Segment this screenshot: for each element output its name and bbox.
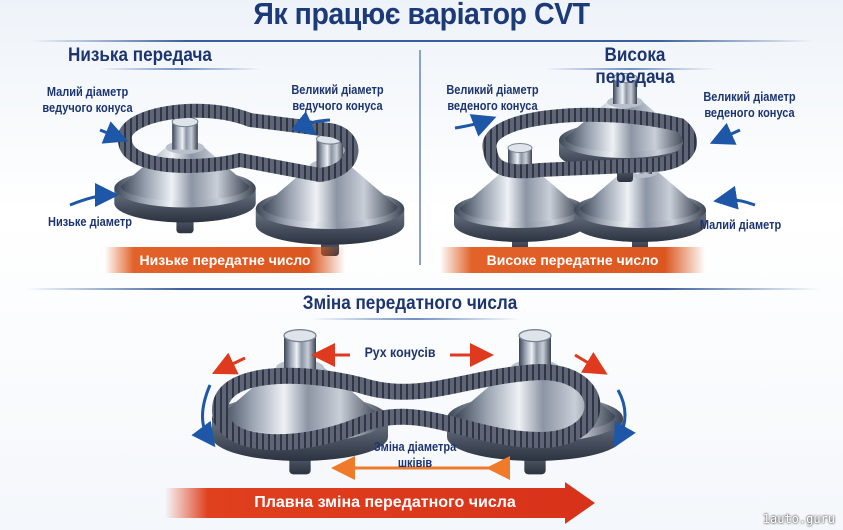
heading-underline: [310, 318, 520, 320]
label-line: Великий діаметр: [703, 90, 796, 104]
arrow-icon: [574, 351, 608, 375]
title-divider: [30, 40, 813, 42]
label-line: Малий діаметр: [46, 85, 129, 99]
driven-pulley: [255, 133, 405, 257]
arrow-icon: [69, 183, 119, 208]
arrow-icon: [191, 384, 216, 448]
label-large-driven-diameter-left: Великий діаметр веденого конуса: [442, 82, 543, 114]
arrow-icon: [454, 114, 497, 137]
label-line: ведучого конуса: [292, 99, 383, 113]
label-low-diameter: Низьке діаметр: [47, 215, 132, 229]
section-divider-horizontal: [25, 288, 820, 290]
ratio-change-heading: Зміна передатного числа: [302, 293, 518, 314]
label-line: веденого конуса: [704, 106, 795, 120]
label-large-drive-diameter: Великий діаметр ведучого конуса: [287, 82, 388, 114]
heading-underline: [100, 68, 260, 70]
low-gear-heading: Низька передача: [68, 45, 212, 66]
label-small-diameter: Малий діаметр: [699, 218, 782, 232]
arrow-icon: [713, 185, 756, 210]
label-line: шківів: [397, 456, 433, 470]
high-gear-heading: Висока передача: [595, 45, 675, 88]
watermark: 1auto.guru: [762, 512, 835, 526]
label-large-driven-diameter-right: Великий діаметр веденого конуса: [699, 89, 800, 121]
smooth-change-banner: Плавна зміна передатного числа: [254, 494, 516, 511]
arrow-icon: [99, 121, 129, 144]
belt: [117, 103, 359, 183]
label-diameter-change: Зміна діаметра шківів: [367, 439, 464, 471]
low-gear-pulleys: [69, 103, 405, 257]
label-line: Великий діаметр: [291, 83, 384, 97]
low-ratio-banner: Низьке передатне число: [105, 247, 345, 273]
high-ratio-banner: Високе передатне число: [440, 247, 705, 273]
label-line: Зміна діаметра: [373, 440, 457, 454]
label-line: веденого конуса: [447, 99, 538, 113]
high-gear-pulleys: [453, 72, 756, 253]
ratio-change-pulleys: [191, 328, 636, 480]
section-divider: [419, 50, 421, 265]
arrow-icon: [290, 111, 331, 136]
arrow-icon: [613, 389, 636, 448]
heading-underline: [545, 68, 715, 70]
belt: [482, 107, 697, 179]
label-cone-movement: Рух конусів: [364, 344, 436, 360]
arrow-icon: [211, 352, 246, 375]
page-title: Як працює варіатор CVT: [253, 0, 590, 31]
label-small-drive-diameter: Малий діаметр ведучого конуса: [37, 84, 138, 116]
label-line: Великий діаметр: [446, 83, 539, 97]
arrow-icon: [709, 122, 741, 145]
belt: [211, 363, 601, 451]
bottom-arrow-banner: [165, 482, 595, 524]
label-line: ведучого конуса: [42, 101, 133, 115]
